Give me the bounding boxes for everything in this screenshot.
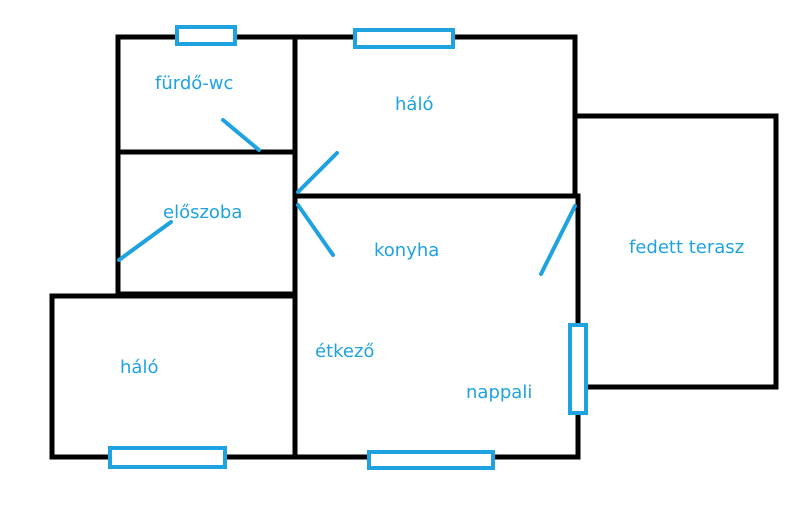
window-bedroom-top xyxy=(353,28,455,49)
door-bathroom xyxy=(221,118,261,152)
label-kitchen: konyha xyxy=(374,240,439,261)
door-kitchen xyxy=(296,203,335,257)
door-terrace xyxy=(539,204,577,276)
label-bedroom-bottom: háló xyxy=(120,357,158,378)
room-labels: fürdő-wc háló előszoba konyha fedett ter… xyxy=(120,73,744,403)
wall-living-area xyxy=(292,193,581,460)
wall-bedroom-top xyxy=(292,34,578,199)
wall-bedroom-bottom xyxy=(49,293,298,460)
door-hallway xyxy=(117,220,173,262)
label-bedroom-top: háló xyxy=(395,94,433,115)
doors xyxy=(117,118,577,276)
windows xyxy=(108,25,588,470)
label-bathroom: fürdő-wc xyxy=(155,73,233,94)
door-bedroom-top xyxy=(296,151,339,194)
window-living-bottom xyxy=(367,450,495,470)
label-dining: étkező xyxy=(315,341,374,362)
label-living-room: nappali xyxy=(466,382,532,403)
wall-terrace xyxy=(575,113,779,390)
label-covered-terrace: fedett terasz xyxy=(629,237,744,258)
window-living-side xyxy=(568,323,588,415)
window-bedroom-bottom xyxy=(108,446,227,469)
window-bathroom xyxy=(175,25,237,46)
label-hallway: előszoba xyxy=(163,202,242,223)
